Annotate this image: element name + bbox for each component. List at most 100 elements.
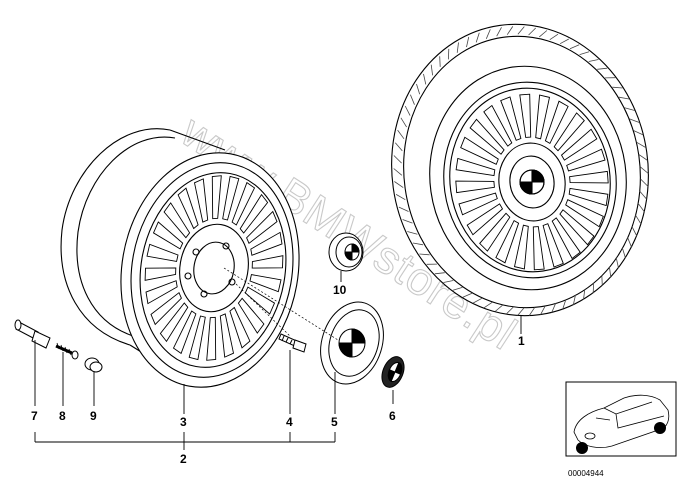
tread-groove <box>627 237 632 248</box>
tread-groove <box>430 64 433 76</box>
spoke-slot <box>239 193 269 234</box>
spoke-slot <box>222 175 240 221</box>
tread-groove <box>618 96 630 100</box>
spoke-slot <box>145 280 178 305</box>
callout-5: 5 <box>331 415 338 429</box>
tread-groove <box>496 27 502 37</box>
tread-groove <box>559 38 569 45</box>
spoke-slot <box>251 255 284 269</box>
spoke-slot <box>150 291 182 326</box>
spoke-slot <box>146 243 179 262</box>
tread-groove <box>539 30 548 38</box>
spoke-slot <box>152 221 184 250</box>
spoke-slot <box>569 170 609 184</box>
tread-groove <box>609 266 612 278</box>
tread-groove <box>407 231 418 235</box>
tread-groove <box>624 107 635 111</box>
tread-groove <box>439 56 441 67</box>
tread-groove <box>443 280 454 283</box>
callout-labels: 1 2 3 4 5 6 7 8 9 10 <box>31 283 525 466</box>
tread-groove <box>636 141 647 148</box>
tread-groove <box>404 105 411 116</box>
valve-core <box>55 342 79 360</box>
tread-groove <box>485 29 491 39</box>
spoke-slot <box>500 96 522 141</box>
diagram-code: 00004944 <box>568 469 604 478</box>
spoke-slot <box>460 136 499 165</box>
tread-groove <box>394 142 403 152</box>
callout-6: 6 <box>389 409 396 423</box>
spoke-slot <box>172 310 197 355</box>
spoke-slot <box>513 224 529 270</box>
callout-7: 7 <box>31 409 38 423</box>
tread-groove <box>629 118 640 123</box>
spoke-slot <box>231 181 256 226</box>
tread-groove <box>416 83 421 95</box>
wheel-trim-disc <box>320 301 384 385</box>
spoke-slot <box>244 286 276 315</box>
callout-4: 4 <box>286 415 293 429</box>
spoke-slot <box>553 112 585 152</box>
tread-groove <box>635 214 642 225</box>
spoke-slot <box>249 274 282 293</box>
tread-groove <box>506 26 514 35</box>
spoke-slot <box>144 267 177 281</box>
tread-groove <box>633 130 644 136</box>
tread-groove <box>517 307 525 316</box>
spoke-slot <box>455 157 496 177</box>
callout-8: 8 <box>59 409 66 423</box>
tread-groove <box>637 202 645 213</box>
complete-wheel-with-tire <box>391 23 649 317</box>
tread-groove <box>549 33 559 41</box>
tread-groove <box>397 129 405 140</box>
callout-1: 1 <box>518 334 525 348</box>
tread-groove <box>434 272 445 275</box>
spoke-slot <box>466 203 504 236</box>
spoke-slot <box>246 210 278 245</box>
leader-lines <box>34 267 522 450</box>
tread-groove <box>419 253 430 256</box>
spoke-slot <box>479 212 511 252</box>
front-wheel-marker <box>576 442 588 454</box>
spoke-slot <box>211 175 222 220</box>
tread-groove <box>483 301 493 309</box>
spoke-slot <box>193 178 209 223</box>
spoke-slot <box>559 209 595 246</box>
tread-groove <box>540 305 546 315</box>
rear-wheel-marker <box>654 422 666 434</box>
tread-groove <box>639 190 648 200</box>
spoke-slot <box>568 187 609 207</box>
spoke-slot <box>229 306 251 349</box>
spoke-slot <box>188 315 206 361</box>
spoke-slot <box>544 100 569 145</box>
tread-groove <box>517 26 525 35</box>
tread-groove <box>456 42 459 53</box>
spoke-slot <box>469 118 505 155</box>
tread-groove <box>562 299 567 310</box>
spoke-slot <box>237 297 265 334</box>
spoke-slot <box>163 202 191 239</box>
tread-groove <box>494 304 503 312</box>
tread-groove <box>393 155 402 164</box>
tread-groove <box>462 292 473 298</box>
car-outline-icon <box>573 394 670 448</box>
bmw-logo-icon <box>519 169 545 195</box>
tread-groove <box>452 287 463 291</box>
tread-groove <box>639 166 649 174</box>
tread-groove <box>412 242 424 246</box>
tread-groove <box>473 297 483 304</box>
tread-groove <box>579 51 590 55</box>
callout-10: 10 <box>333 283 347 297</box>
spoke-slot <box>565 199 604 228</box>
alloy-rim <box>60 128 300 388</box>
tread-groove <box>640 178 649 187</box>
spoke-slot <box>532 226 545 271</box>
callout-2: 2 <box>180 452 187 466</box>
spoke-slot <box>177 187 199 230</box>
tread-groove <box>569 44 580 50</box>
spoke-slot <box>535 94 551 140</box>
spoke-slot <box>542 223 564 268</box>
callout-9: 9 <box>90 409 97 423</box>
spoke-slot <box>483 104 513 147</box>
